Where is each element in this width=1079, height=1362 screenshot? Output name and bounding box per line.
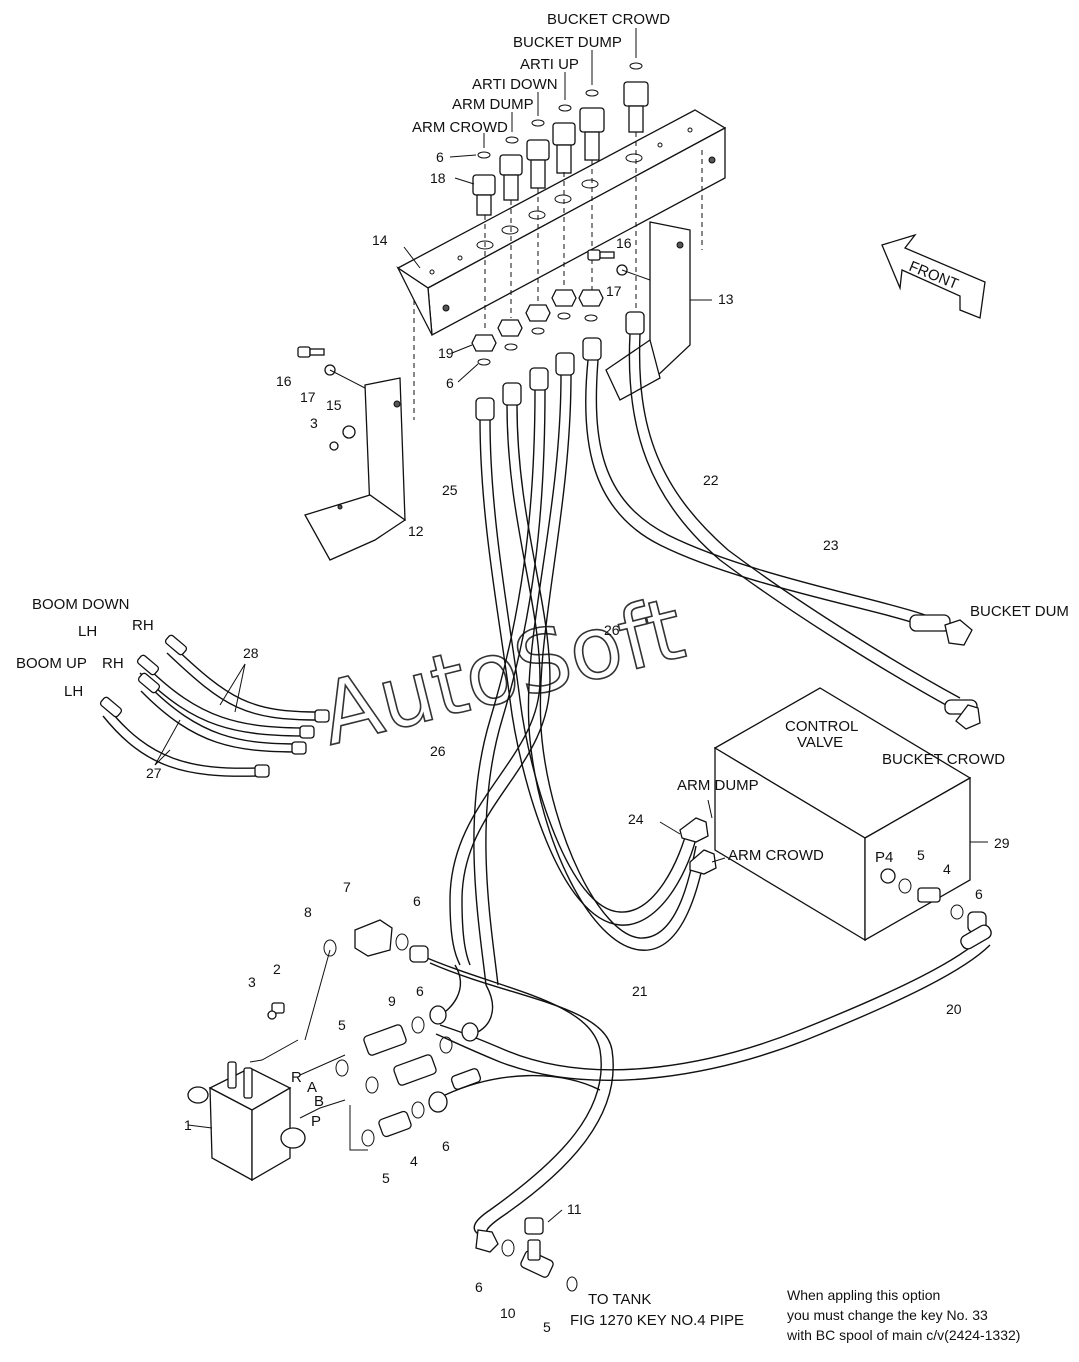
label-arm-dump-cv: ARM DUMP [677, 777, 759, 794]
part-number: 13 [718, 291, 734, 307]
label-valve: VALVE [797, 734, 843, 751]
note-line-2: you must change the key No. 33 [787, 1307, 988, 1323]
label-boom-up: BOOM UP [16, 655, 87, 672]
part-number: 6 [436, 149, 444, 165]
port-leaders [249, 949, 368, 1151]
part-number: 23 [823, 537, 839, 553]
part-number: 10 [500, 1305, 516, 1321]
bolts-and-washers [297, 249, 651, 451]
part-number: 11 [567, 1201, 582, 1217]
part-number: 7 [343, 879, 351, 895]
part-number: 20 [946, 1001, 962, 1017]
part-number: 22 [703, 472, 719, 488]
part-number: 21 [632, 983, 648, 999]
label-lh-1: LH [78, 623, 97, 640]
option-note: When appling this option you must change… [786, 1287, 1020, 1343]
mounting-bracket [396, 109, 727, 337]
support-bracket-left [304, 377, 407, 561]
part-number: 17 [606, 283, 622, 299]
note-line-3: with BC spool of main c/v(2424-1332) [786, 1327, 1020, 1343]
part-number: 12 [408, 523, 424, 539]
lock-nuts [451, 289, 604, 383]
boom-hoses [99, 634, 330, 778]
part-number: 16 [616, 235, 632, 251]
label-port-b: B [314, 1093, 324, 1110]
part-number: 17 [300, 389, 316, 405]
part-number: 19 [438, 345, 454, 361]
hose-20 [435, 924, 992, 1081]
top-label-leaders [403, 28, 637, 269]
note-line-1: When appling this option [787, 1287, 940, 1303]
adaptors [267, 919, 479, 1147]
part-number: 26 [430, 743, 446, 759]
label-port-p: P [311, 1113, 321, 1130]
part-number: 2 [273, 961, 281, 977]
label-lh-2: LH [64, 683, 83, 700]
label-arm-dump-top: ARM DUMP [452, 96, 534, 113]
part-number: 8 [304, 904, 312, 920]
part-number: 9 [388, 993, 396, 1009]
valve-fittings [659, 799, 987, 933]
part-number: 15 [326, 397, 342, 413]
front-arrow: FRONT [881, 233, 986, 319]
watermark: AutoSoft [311, 579, 694, 765]
label-bucket-dum: BUCKET DUM [970, 603, 1069, 620]
hose-21 [409, 945, 614, 1253]
label-arti-down: ARTI DOWN [472, 76, 558, 93]
label-p4: P4 [875, 849, 893, 866]
label-bucket-crowd-cv: BUCKET CROWD [882, 751, 1005, 768]
label-to-tank: TO TANK [588, 1291, 651, 1308]
hoses-arm-arti [449, 311, 707, 986]
label-rh-1: RH [132, 617, 154, 634]
label-boom-down: BOOM DOWN [32, 596, 130, 613]
label-arti-up: ARTI UP [520, 56, 579, 73]
part-number: 26 [604, 622, 620, 638]
part-number: 6 [975, 886, 983, 902]
part-number: 6 [446, 375, 454, 391]
label-port-a: A [307, 1079, 317, 1096]
label-arm-crowd-cv: ARM CROWD [728, 847, 824, 864]
part-number: 29 [994, 835, 1010, 851]
top-fittings [472, 62, 649, 216]
part-number: 6 [442, 1138, 450, 1154]
control-valve [713, 687, 988, 942]
part-number: 16 [276, 373, 292, 389]
part-number: 5 [543, 1319, 551, 1335]
label-fig-ref: FIG 1270 KEY NO.4 PIPE [570, 1312, 744, 1329]
part-numbers: 6 18 14 16 17 13 19 6 16 17 15 3 12 25 2… [146, 149, 1010, 1335]
part-number: 6 [475, 1279, 483, 1295]
part-number: 6 [416, 983, 424, 999]
label-control: CONTROL [785, 718, 858, 735]
part-number: 1 [184, 1117, 192, 1133]
part-number: 3 [310, 415, 318, 431]
part-number: 24 [628, 811, 644, 827]
text-labels: BUCKET CROWD BUCKET DUMP ARTI UP ARTI DO… [16, 11, 1069, 1329]
part-number: 5 [382, 1170, 390, 1186]
label-port-r: R [291, 1069, 302, 1086]
part-number: 14 [372, 232, 388, 248]
part-number: 28 [243, 645, 259, 661]
valve-block [187, 1061, 306, 1182]
label-rh-2: RH [102, 655, 124, 672]
part-number: 18 [430, 170, 446, 186]
label-bucket-dump-top: BUCKET DUMP [513, 34, 622, 51]
support-bracket-right [605, 221, 712, 401]
part-number: 6 [413, 893, 421, 909]
part-number: 4 [943, 861, 951, 877]
part-number: 4 [410, 1153, 418, 1169]
part-number: 27 [146, 765, 162, 781]
label-bucket-crowd-top: BUCKET CROWD [547, 11, 670, 28]
part-number: 5 [338, 1017, 346, 1033]
label-arm-crowd-top: ARM CROWD [412, 119, 508, 136]
tee-fitting [501, 1209, 578, 1292]
part-number: 25 [442, 482, 458, 498]
hoses-bucket [584, 333, 981, 730]
part-number: 5 [917, 847, 925, 863]
part-number: 3 [248, 974, 256, 990]
assembly-dash-lines [413, 132, 703, 420]
